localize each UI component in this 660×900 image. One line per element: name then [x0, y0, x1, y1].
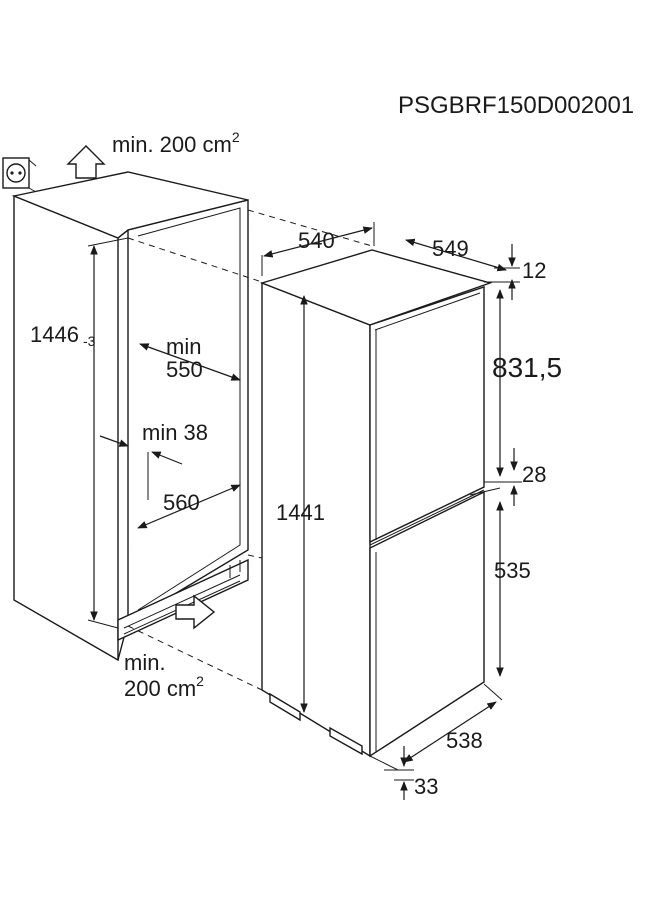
top-offset-value: 12 — [522, 258, 546, 283]
airflow-in-arrow-icon — [175, 594, 216, 630]
lower-door-value: 535 — [494, 558, 531, 583]
alignment-guides — [127, 209, 373, 691]
niche-height-value: 1446-3 — [30, 322, 96, 349]
niche-height-dimension — [87, 237, 129, 629]
appliance-height-value: 1441 — [276, 500, 325, 525]
model-code: PSGBRF150D002001 — [398, 92, 634, 119]
niche-depth-min-label: min — [166, 334, 201, 359]
vent-bottom-label-line2: 200 cm2 — [124, 673, 204, 701]
door-gap-dimension — [484, 448, 522, 506]
upper-door-value: 831,5 — [492, 352, 562, 383]
appliance-body — [259, 249, 501, 758]
niche-width-dimension — [137, 484, 241, 529]
niche-width-value: 560 — [163, 490, 200, 515]
door-gap-value: 28 — [522, 462, 546, 487]
top-offset-dimension — [484, 244, 520, 300]
bottom-offset-dimension — [384, 746, 414, 800]
vent-top-label: min. 200 cm2 — [112, 129, 240, 157]
appliance-width-value: 540 — [298, 228, 335, 253]
front-depth-value: 538 — [446, 728, 483, 753]
vent-bottom-label-line1: min. — [124, 650, 166, 675]
airflow-up-arrow-icon — [66, 145, 106, 179]
power-socket-icon — [2, 157, 37, 193]
niche-gap-label: min 38 — [142, 420, 208, 445]
front-depth-dimension — [369, 683, 503, 771]
niche-depth-dimension — [139, 343, 241, 381]
niche-cabinet — [11, 171, 249, 662]
appliance-width-dimension — [261, 222, 375, 276]
niche-depth-min-value: 550 — [166, 357, 203, 382]
bottom-offset-value: 33 — [414, 774, 438, 799]
appliance-depth-dimension — [405, 238, 507, 272]
appliance-depth-value: 549 — [432, 236, 469, 261]
